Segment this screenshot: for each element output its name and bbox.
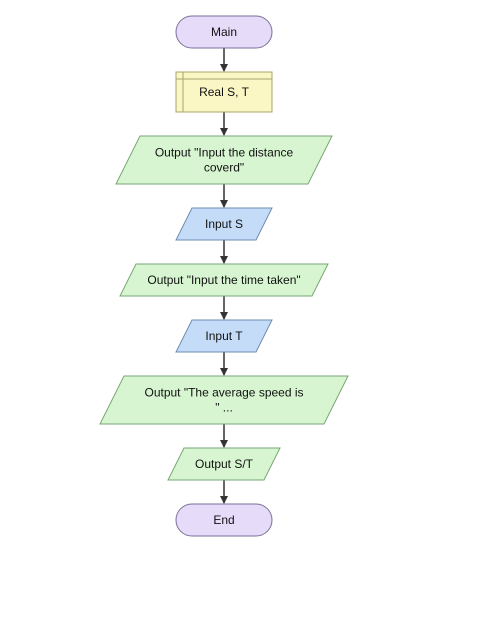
flowchart-node-in_s[interactable]: Input S	[175, 207, 273, 241]
node-label: coverd"	[204, 161, 244, 175]
node-label: End	[213, 513, 234, 527]
node-label: Input T	[205, 329, 243, 343]
terminal-shape	[175, 503, 273, 537]
flowchart-node-in_t[interactable]: Input T	[175, 319, 273, 353]
input-shape	[175, 207, 273, 241]
flowchart-node-main[interactable]: Main	[175, 15, 273, 49]
output-shape	[115, 135, 333, 185]
flowchart-node-end[interactable]: End	[175, 503, 273, 537]
node-label: Output "Input the distance	[155, 146, 294, 160]
node-label: Output "The average speed is	[144, 386, 303, 400]
flowchart-node-out2[interactable]: Output "Input the time taken"	[119, 263, 329, 297]
flowchart-node-out4[interactable]: Output S/T	[167, 447, 281, 481]
node-label: Input S	[205, 217, 243, 231]
node-label: " ...	[215, 401, 233, 415]
node-label: Real S, T	[199, 85, 249, 99]
node-label: Output "Input the time taken"	[147, 273, 300, 287]
input-shape	[175, 319, 273, 353]
flowchart-node-declare[interactable]: Real S, T	[175, 71, 273, 113]
node-label: Output S/T	[195, 457, 254, 471]
flowchart-node-out3[interactable]: Output "The average speed is" ...	[99, 375, 349, 425]
output-shape	[167, 447, 281, 481]
node-label: Main	[211, 25, 237, 39]
output-shape	[119, 263, 329, 297]
output-shape	[99, 375, 349, 425]
terminal-shape	[175, 15, 273, 49]
